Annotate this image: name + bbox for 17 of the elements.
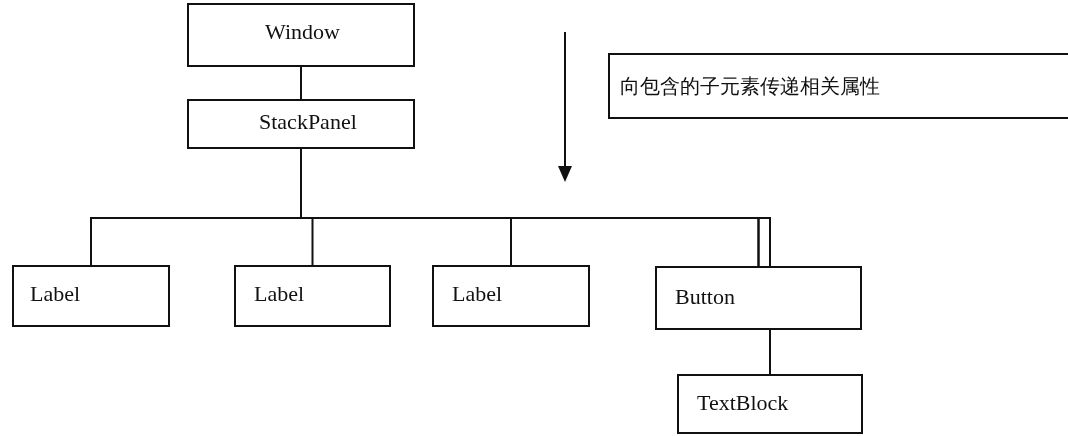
element-box <box>432 265 590 327</box>
element-box <box>677 374 863 434</box>
element-box <box>234 265 391 327</box>
note-box <box>608 53 1068 119</box>
element-box <box>187 3 415 67</box>
element-box <box>187 99 415 149</box>
element-name: Label <box>452 281 503 307</box>
element-box <box>12 265 170 327</box>
element-name: Window <box>265 19 340 45</box>
element-name: TextBlock <box>697 390 789 416</box>
element-name: Label <box>30 281 81 307</box>
note-text: 向包含的子元素传递相关属性 <box>620 73 880 100</box>
element-box <box>655 266 862 330</box>
connector-line <box>300 66 302 100</box>
element-name: Button <box>675 284 735 310</box>
element-name: StackPanel <box>259 109 357 135</box>
element-name: Label <box>254 281 305 307</box>
